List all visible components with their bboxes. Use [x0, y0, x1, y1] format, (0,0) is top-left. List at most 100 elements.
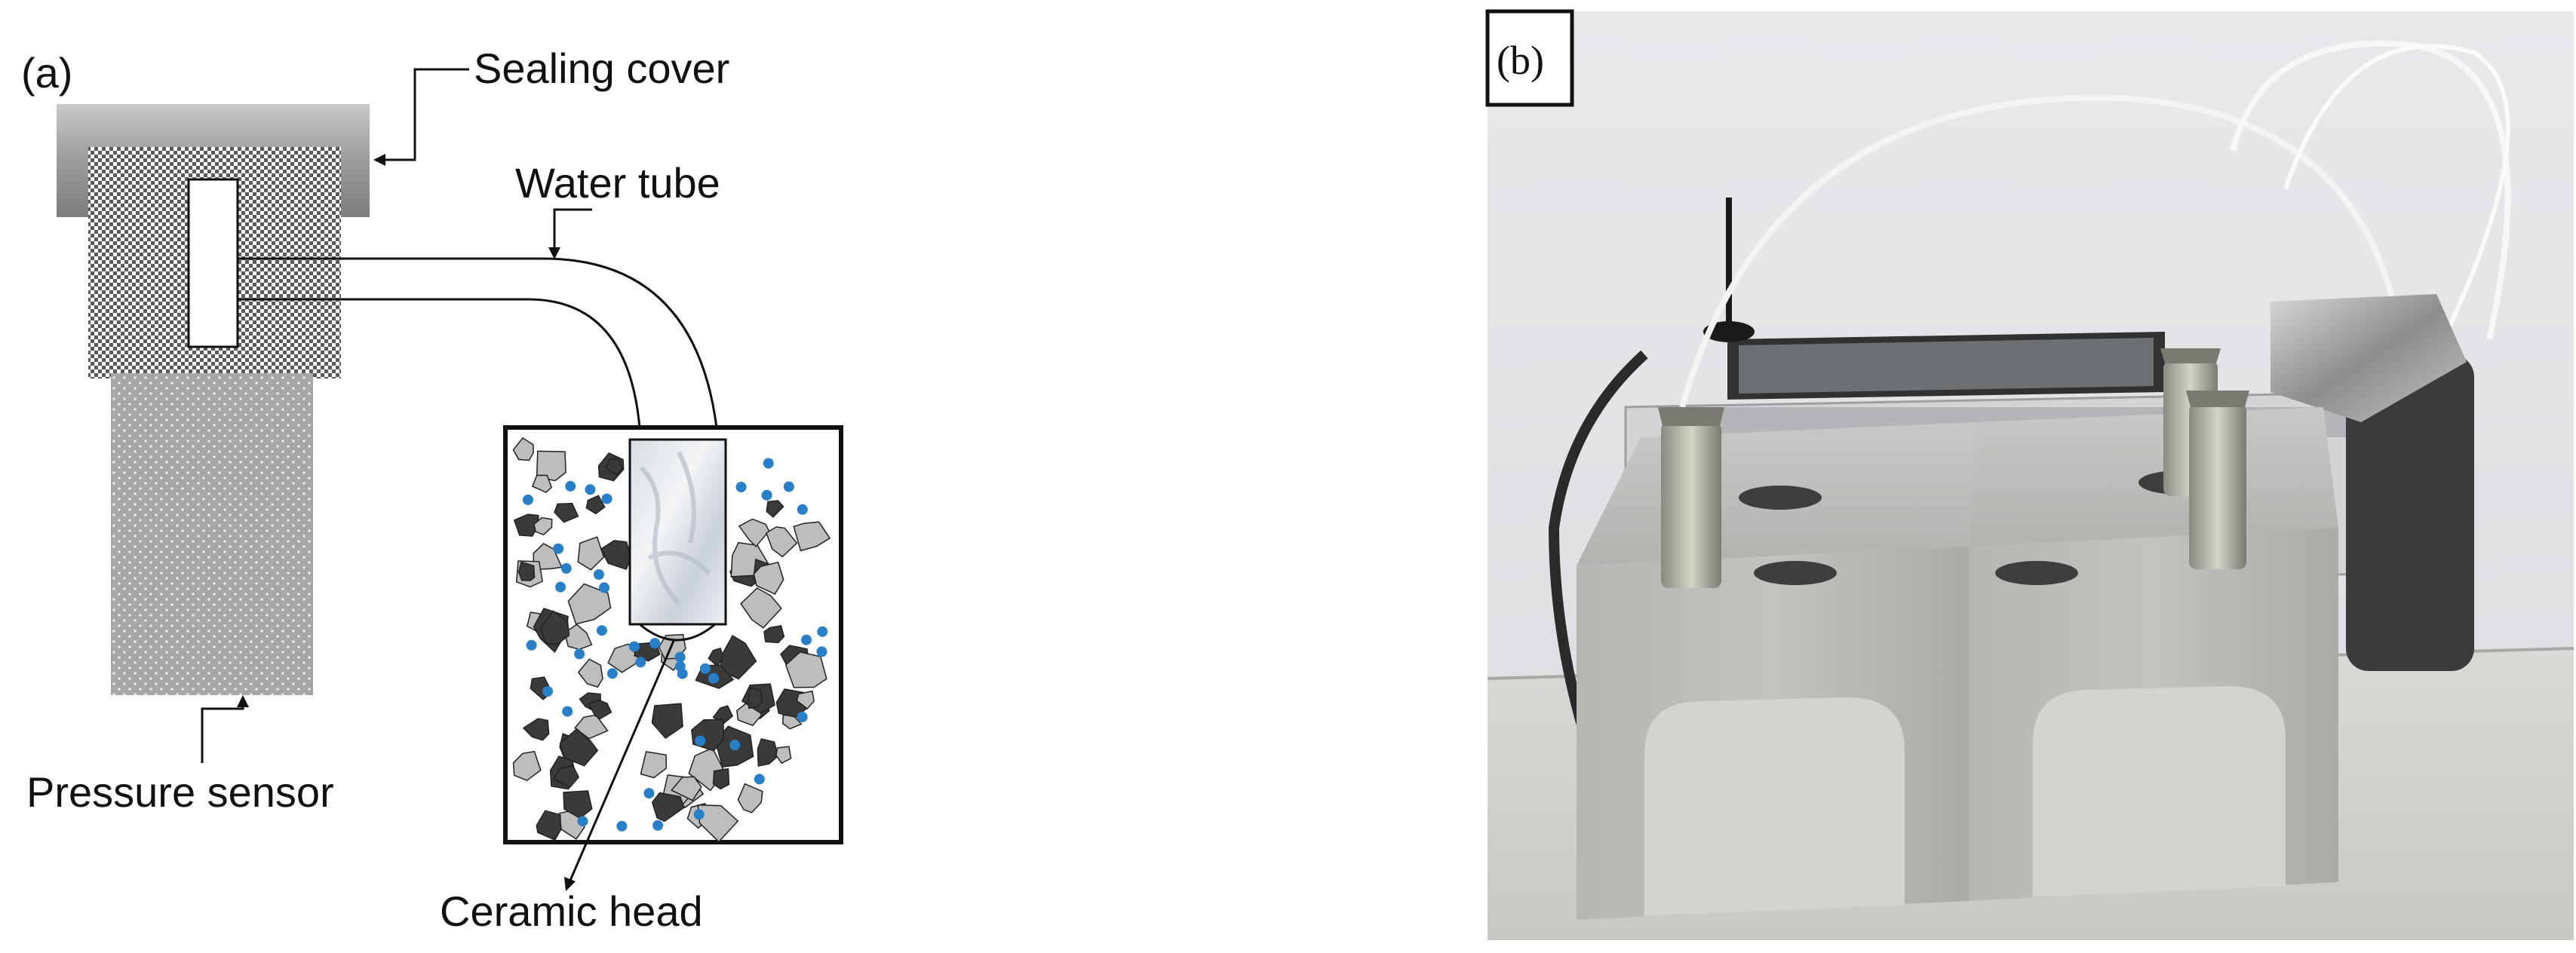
ceramic-head-texture — [639, 451, 711, 605]
ceramic-head-leader — [568, 640, 675, 883]
panel-b-label-box — [1485, 9, 1574, 107]
tensiometer-1 — [1658, 407, 1724, 588]
pressure-sensor-label: Pressure sensor — [26, 768, 334, 816]
block-right-arch — [2033, 686, 2286, 897]
dark-aggregate — [712, 768, 730, 790]
water-droplet — [801, 634, 812, 645]
water-droplet — [652, 820, 664, 831]
water-droplet — [526, 639, 537, 651]
water-droplet — [708, 673, 719, 684]
antenna-base — [1703, 321, 1755, 342]
dark-aggregate — [588, 699, 613, 720]
light-aggregate — [775, 746, 792, 765]
water-droplet — [596, 625, 607, 636]
water-droplet — [649, 638, 661, 649]
pressure-sensor-body — [111, 373, 313, 695]
light-aggregate — [796, 690, 815, 710]
water-droplet — [616, 820, 628, 832]
light-aggregate — [753, 561, 784, 595]
ceramic-head-label: Ceramic head — [440, 887, 703, 935]
panel-a-label: (a) — [21, 49, 72, 97]
light-aggregate — [793, 521, 831, 552]
light-aggregate — [512, 750, 542, 782]
light-aggregate — [737, 783, 763, 814]
light-aggregate — [567, 583, 612, 625]
panel-a: (a) Sealing cover Water tube Pressure se… — [21, 44, 843, 935]
tube-connector — [187, 178, 239, 348]
water-droplet — [599, 582, 609, 593]
dark-aggregate — [747, 687, 763, 709]
light-aggregate — [671, 776, 702, 801]
dark-aggregate — [651, 703, 683, 739]
dark-aggregate — [553, 765, 579, 788]
water-droplet — [699, 663, 711, 674]
ceramic-head — [628, 438, 727, 626]
water-droplet — [577, 816, 588, 827]
dark-aggregate — [719, 635, 757, 680]
water-droplet — [574, 648, 585, 660]
block-hole — [1995, 561, 2078, 585]
light-aggregate — [512, 437, 534, 461]
light-aggregate — [577, 658, 603, 688]
water-tube-label: Water tube — [515, 159, 720, 207]
water-droplet — [560, 562, 572, 574]
water-droplet — [735, 482, 747, 492]
water-droplet — [585, 484, 596, 495]
water-droplet — [553, 543, 564, 554]
water-droplet — [797, 504, 808, 515]
water-droplet — [754, 774, 765, 785]
dark-aggregate — [757, 738, 778, 767]
dark-aggregate — [513, 513, 539, 537]
water-tube-loop-1 — [1679, 94, 2402, 409]
dark-aggregate — [605, 458, 624, 476]
water-droplet — [763, 458, 774, 469]
water-droplet — [817, 626, 828, 637]
sealing-cover-arrowhead — [373, 154, 385, 166]
dark-aggregate — [763, 624, 785, 644]
water-droplet — [606, 668, 618, 679]
water-droplet — [797, 712, 808, 722]
dark-aggregate — [651, 792, 685, 823]
water-droplet — [761, 489, 772, 501]
water-tube-arrowhead — [548, 247, 560, 259]
water-droplet — [628, 641, 640, 652]
water-droplet — [729, 740, 741, 751]
dark-aggregate — [536, 810, 562, 841]
water-droplet — [643, 788, 655, 799]
dark-aggregate — [559, 728, 599, 767]
water-droplet — [601, 493, 613, 504]
light-aggregate — [738, 518, 770, 547]
water-droplet — [542, 686, 553, 697]
water-droplet — [635, 657, 646, 668]
light-aggregate — [740, 587, 782, 629]
light-aggregate — [533, 516, 553, 536]
block-left-arch — [1644, 697, 1905, 916]
ceramic-head-tip — [639, 623, 716, 642]
soil-aggregates — [512, 437, 831, 843]
block-hole — [1739, 486, 1822, 510]
panel-b-label: (b) — [1497, 38, 1544, 83]
water-tube-leader — [553, 208, 592, 252]
water-droplet — [593, 569, 604, 580]
water-droplet — [816, 646, 827, 657]
water-tube-inner — [238, 298, 643, 464]
light-aggregate — [765, 526, 798, 558]
water-droplet — [693, 809, 705, 820]
tensiometer-3 — [2186, 391, 2249, 569]
dark-aggregate — [540, 610, 570, 645]
dark-aggregate — [517, 561, 536, 581]
panel-b: (b) — [1485, 9, 2574, 940]
water-droplet — [674, 651, 686, 663]
water-droplet — [562, 706, 573, 717]
dark-aggregate — [766, 500, 784, 518]
water-droplet — [522, 494, 533, 505]
water-droplet — [695, 735, 706, 746]
dark-aggregate — [554, 502, 579, 523]
ceramic-head-arrowhead — [564, 877, 576, 891]
dark-aggregate — [585, 495, 606, 515]
water-droplet — [565, 480, 576, 492]
block-hole — [1754, 561, 1837, 585]
sealing-cover-leader — [381, 68, 469, 161]
water-droplet — [783, 481, 794, 492]
